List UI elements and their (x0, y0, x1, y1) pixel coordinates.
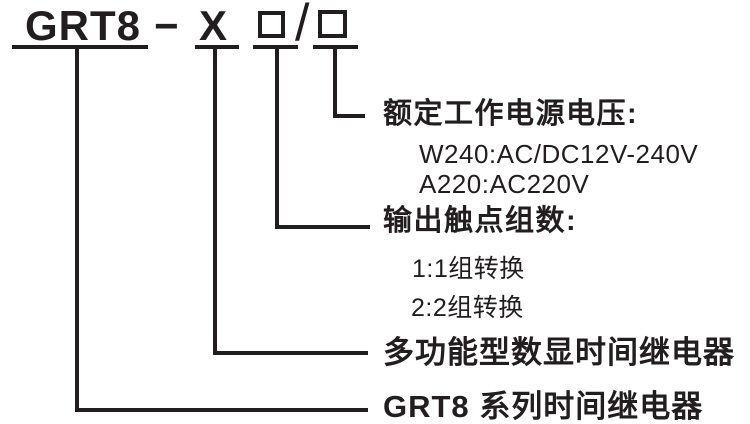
connector-line-voltage (333, 47, 365, 118)
contacts-option-1: 1:1组转换 (412, 255, 525, 283)
contacts-option-2: 2:2组转换 (411, 294, 524, 322)
contacts-title: 输出触点组数: (383, 205, 578, 237)
connector-line-type (213, 47, 368, 355)
underline-series (12, 45, 148, 49)
placeholder-box-1 (258, 11, 285, 38)
model-code-separator: − (154, 2, 180, 49)
connector-line-series (75, 47, 368, 412)
underline-type (195, 45, 239, 49)
model-type-code: X (199, 2, 229, 49)
voltage-title: 额定工作电源电压: (383, 98, 639, 130)
voltage-option-w240: W240:AC/DC12V-240V (419, 139, 699, 169)
placeholder-box-2 (318, 10, 347, 38)
model-code-slash: / (295, 0, 310, 52)
function-type-label: 多功能型数显时间继电器 (383, 335, 735, 370)
model-series-code: GRT8 (25, 2, 142, 49)
series-description-label: GRT8 系列时间继电器 (383, 389, 704, 424)
voltage-option-a220: A220:AC220V (419, 169, 590, 199)
connector-line-contacts (275, 47, 370, 229)
